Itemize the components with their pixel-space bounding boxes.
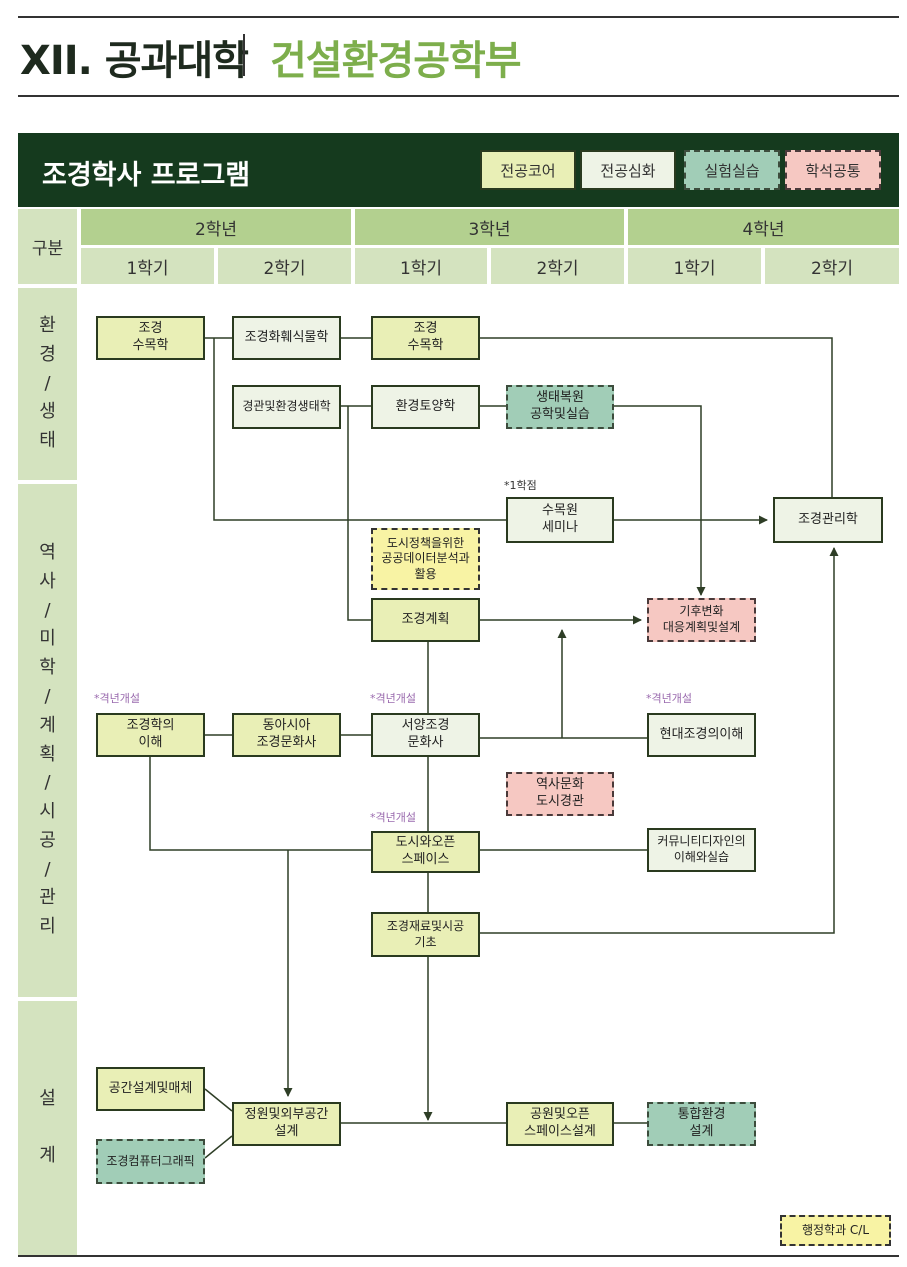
alt-year-note: *격년개설 [94,692,140,705]
department-title: 건설환경공학부 [270,38,522,84]
course-landscape-planning: 조경계획 [371,598,480,642]
connector-line [614,405,706,596]
course-historic-urban-landscape: 역사문화 도시경관 [506,772,614,816]
course-east-asian-history: 동아시아 조경문화사 [232,713,341,757]
connector-line [204,1135,233,1159]
course-western-history: 서양조경 문화사 [371,713,480,757]
alt-year-note: *격년개설 [370,692,416,705]
course-landscape-floriculture: 조경화훼식물학 [232,316,341,360]
year-header-3: 3학년 [355,209,624,245]
alt-year-note: *격년개설 [370,811,416,824]
row-label-planning: 역 사 / 미 학 / 계 획 / 시 공 / 관 리 [18,484,77,997]
course-public-data-analysis: 도시정책을위한 공공데이터분석과 활용 [371,528,480,590]
semester-header: 1학기 [81,248,214,284]
course-computer-graphics: 조경컴퓨터그래픽 [96,1139,205,1184]
semester-header: 2학기 [218,248,351,284]
course-space-design-media: 공간설계및매체 [96,1067,205,1111]
row-label-design: 설 계 [18,1001,77,1255]
semester-header: 1학기 [355,248,487,284]
top-rule [18,16,899,18]
row-label-environment: 환 경 / 생 태 [18,288,77,480]
connector-line [149,757,371,851]
alt-year-note: *격년개설 [646,692,692,705]
semester-header: 2학기 [765,248,899,284]
connector-line [204,1088,233,1112]
course-modern-landscape: 현대조경의이해 [647,713,756,757]
course-intro-landscape: 조경학의 이해 [96,713,205,757]
legend-cross-listed: 행정학과 C/L [780,1215,891,1246]
year-header-2: 2학년 [81,209,351,245]
header-rule [18,95,899,97]
semester-header: 1학기 [628,248,761,284]
course-landscape-management: 조경관리학 [773,497,883,543]
course-arboretum-seminar: 수목원 세미나 [506,497,614,543]
year-header-4: 4학년 [628,209,899,245]
legend-lab: 실험실습 [684,150,780,190]
course-landscape-ecology: 경관및환경생태학 [232,385,341,429]
connector-line [347,406,371,621]
legend-joint: 학석공통 [785,150,881,190]
legend-advanced: 전공심화 [580,150,676,190]
course-park-design: 공원및오픈 스페이스설계 [506,1102,614,1146]
course-integrated-design: 통합환경 설계 [647,1102,756,1146]
course-community-design: 커뮤니티디자인의 이해와실습 [647,828,756,872]
legend-core: 전공코어 [480,150,576,190]
course-ecological-restoration: 생태복원 공학및실습 [506,385,614,429]
course-landscape-tree-science-2: 조경 수목학 [371,316,480,360]
semester-header: 2학기 [491,248,624,284]
title-separator [243,34,245,76]
course-climate-change-design: 기후변화 대응계획및설계 [647,598,756,642]
program-banner: 조경학사 프로그램 전공코어 전공심화 실험실습 학석공통 [18,133,899,207]
bottom-rule [18,1255,899,1257]
course-garden-design: 정원및외부공간 설계 [232,1102,341,1146]
credit-note: *1학점 [504,479,537,492]
connector-line [480,547,839,934]
connector-line [213,338,506,521]
chapter-title: XII. 공과대학 [20,38,249,84]
connector-line [480,337,837,514]
course-city-open-space: 도시와오픈 스페이스 [371,831,480,873]
category-header: 구분 [18,209,77,284]
course-environmental-soil: 환경토양학 [371,385,480,429]
course-materials-construction: 조경재료및시공 기초 [371,912,480,957]
course-landscape-tree-science-1: 조경 수목학 [96,316,205,360]
program-title: 조경학사 프로그램 [42,160,251,191]
